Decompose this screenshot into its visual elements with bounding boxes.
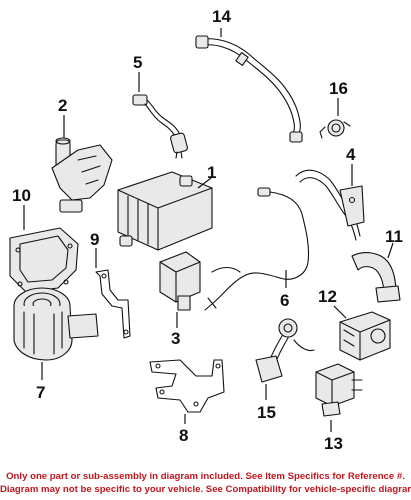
parts-diagram: 14 5 16 2 1 4 — [9, 7, 403, 453]
part-13-switch-valve — [315, 363, 363, 417]
callout-11: 11 — [385, 227, 403, 246]
callout-2: 2 — [58, 96, 67, 115]
part-14-hose — [195, 35, 303, 143]
leader-12 — [333, 305, 347, 319]
disclaimer-line-1: Only one part or sub-assembly in diagram… — [6, 471, 405, 482]
part-11-hose — [351, 252, 401, 303]
part-15-valve — [255, 318, 315, 383]
part-1-canister — [117, 171, 213, 251]
part-6-o2-sensor — [204, 187, 310, 311]
part-10-plate — [9, 227, 79, 293]
part-3-solenoid — [159, 251, 201, 311]
part-16-clamp — [319, 119, 351, 139]
part-8-bracket — [149, 359, 225, 413]
callout-10: 10 — [12, 186, 31, 205]
callout-9: 9 — [90, 230, 99, 249]
callout-8: 8 — [179, 426, 188, 445]
part-5-sensor — [132, 94, 188, 159]
disclaimer-banner: Only one part or sub-assembly in diagram… — [0, 470, 411, 500]
part-2-valve-bracket — [51, 137, 113, 213]
callout-16: 16 — [329, 79, 348, 98]
callout-6: 6 — [280, 291, 289, 310]
disclaimer-line-2: Diagram may not be specific to your vehi… — [0, 484, 411, 495]
callout-7: 7 — [36, 383, 45, 402]
callout-14: 14 — [212, 7, 231, 26]
part-7-air-pump — [13, 287, 99, 361]
callout-3: 3 — [171, 329, 180, 348]
part-9-bracket — [95, 269, 131, 339]
leader-1 — [197, 177, 212, 189]
callout-12: 12 — [318, 287, 337, 306]
callout-5: 5 — [133, 53, 142, 72]
callout-4: 4 — [346, 145, 356, 164]
part-12-valve — [339, 311, 391, 361]
callout-15: 15 — [257, 403, 276, 422]
callout-13: 13 — [324, 434, 343, 453]
callout-1: 1 — [207, 163, 216, 182]
part-4-pipe-bracket — [295, 169, 365, 241]
leader-11 — [387, 242, 394, 259]
